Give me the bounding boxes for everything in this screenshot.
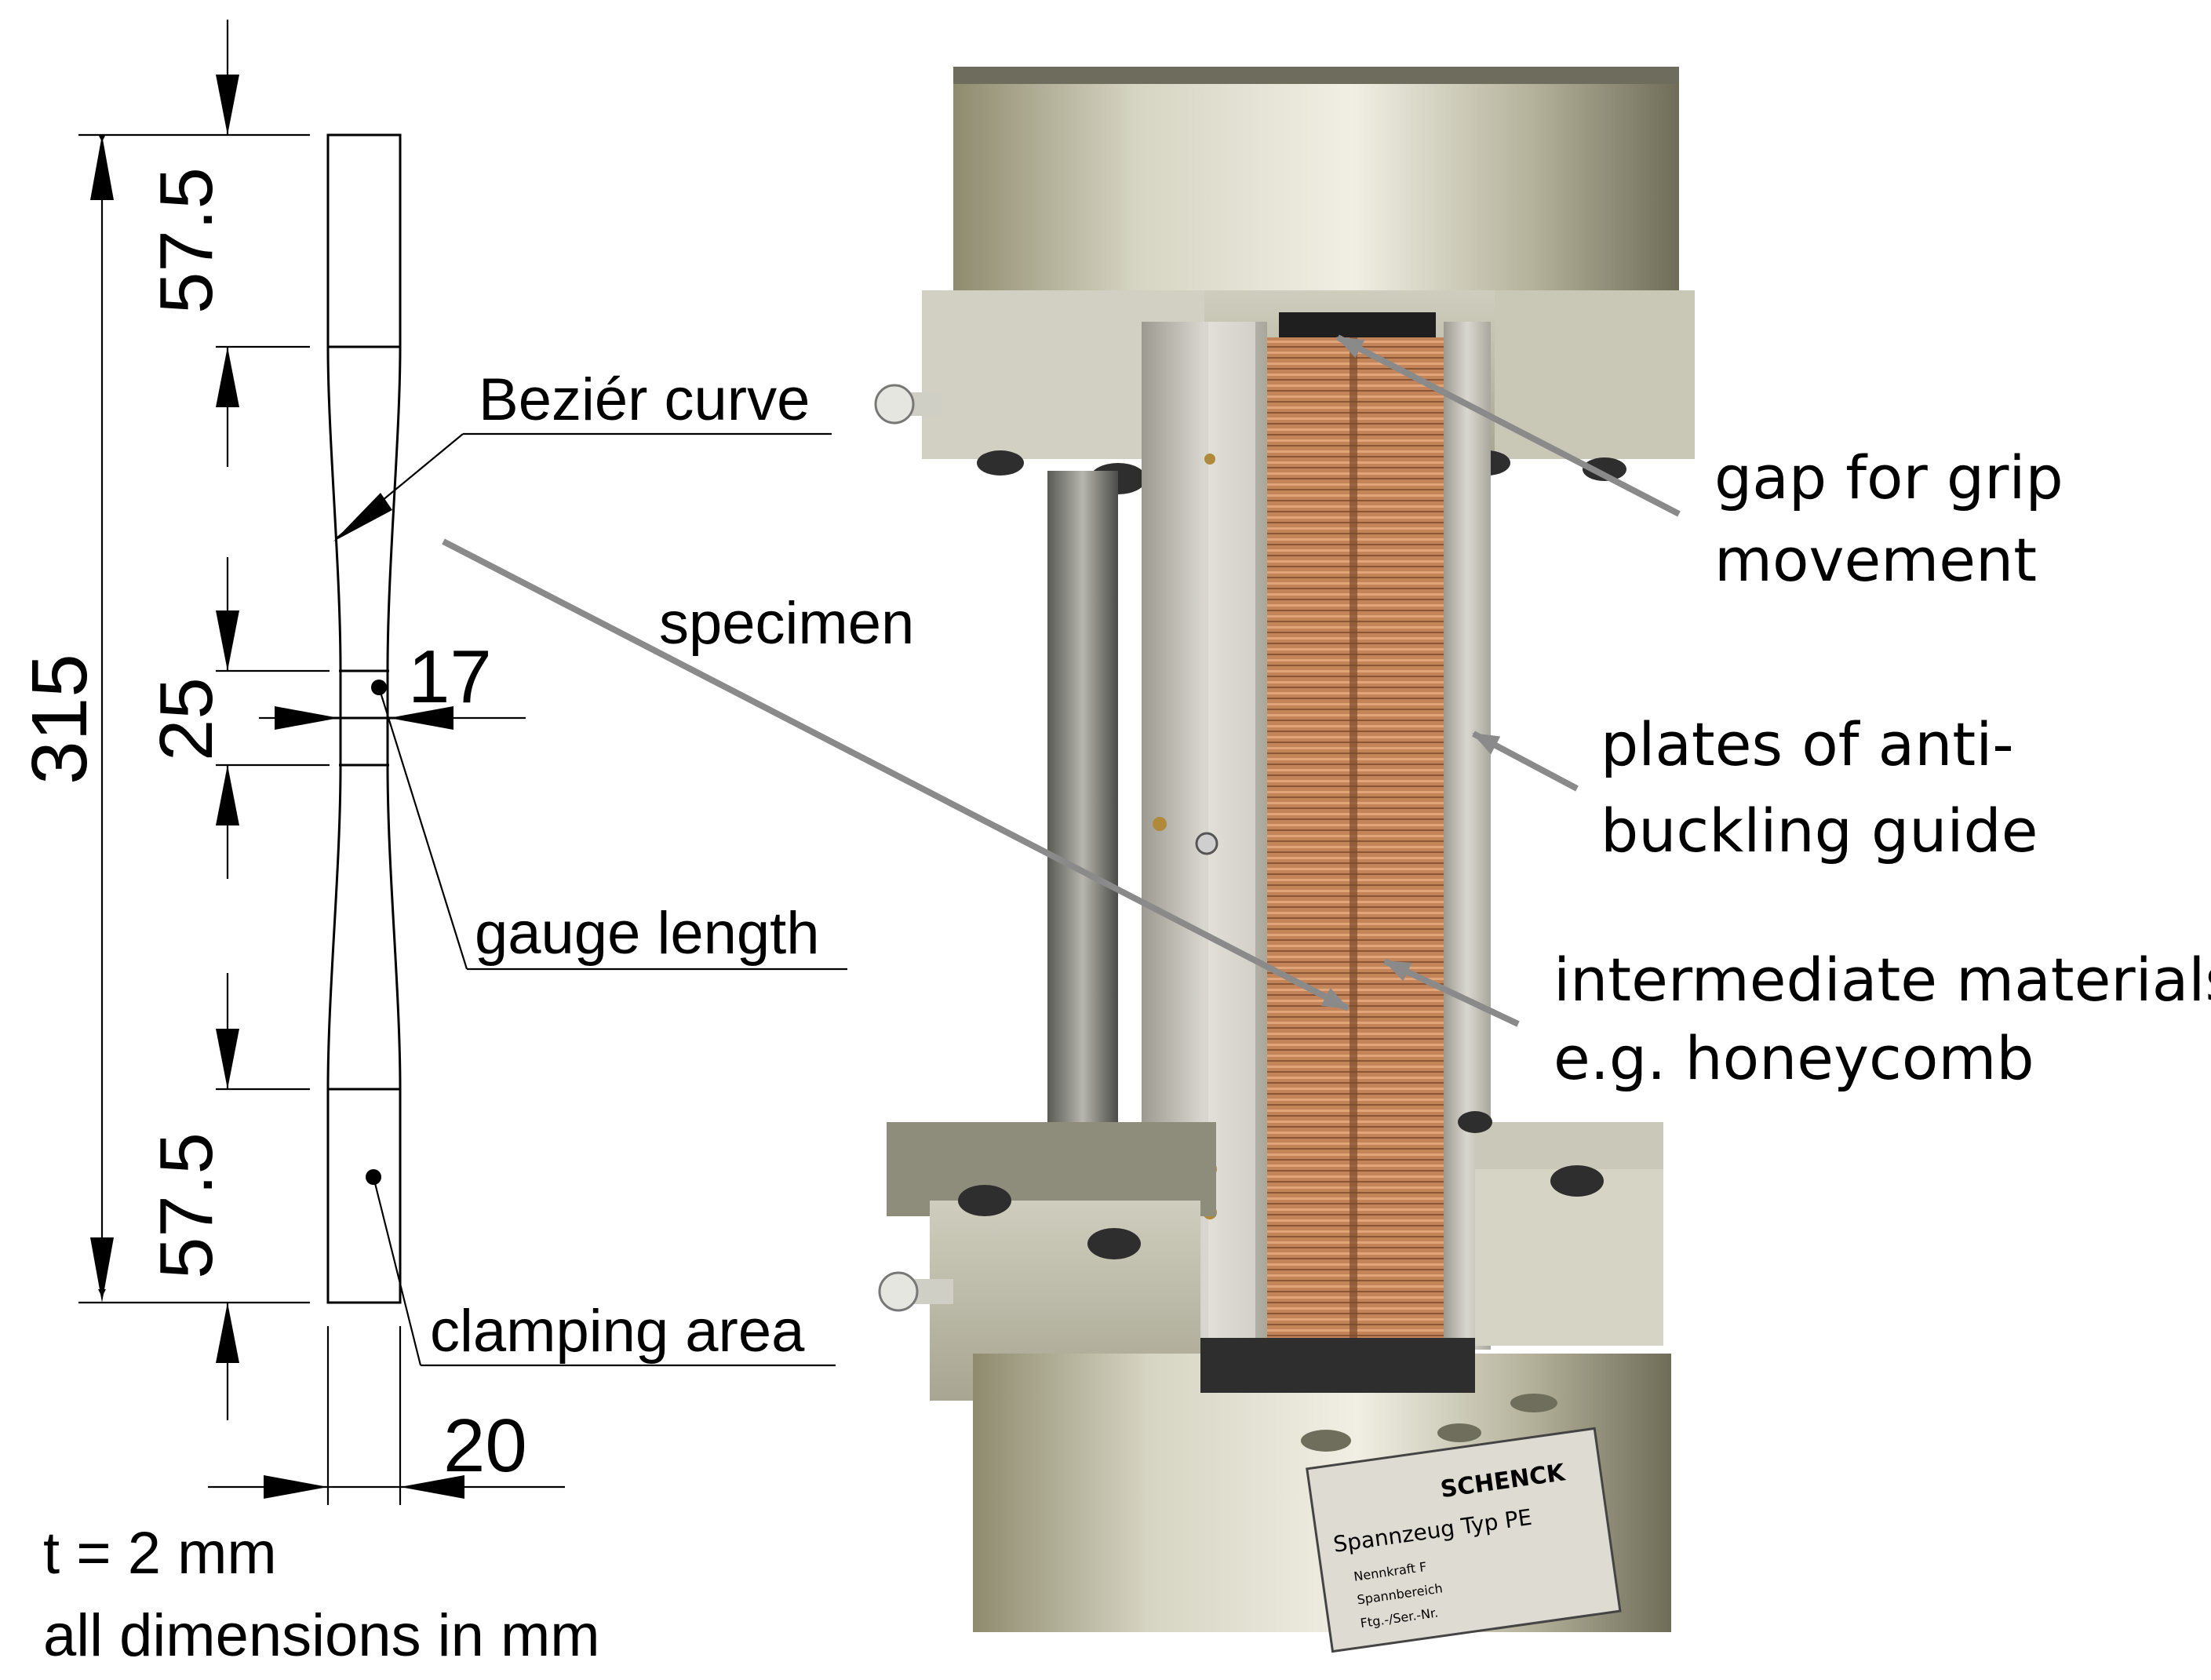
label-plates-line2: buckling guide: [1601, 796, 2038, 866]
label-intermediate-line2: e.g. honeycomb: [1554, 1023, 2034, 1093]
specimen-outline: [326, 133, 402, 1304]
dim-bottom: 57.5: [144, 1132, 228, 1279]
note-units: all dimensions in mm: [43, 1602, 600, 1669]
specimen-drawing: 315 57.5 25 17 57.5 20 Beziér curve: [16, 20, 914, 1669]
dim-gauge: 25: [144, 677, 228, 761]
pointer-specimen: [442, 538, 1350, 1011]
upper-grip-cylinder: [953, 67, 1679, 306]
photo-fixture: SCHENCK Spannzeug Typ PE Nennkraft F Spa…: [874, 67, 1695, 1653]
dim-total: 315: [16, 654, 104, 785]
label-intermediate-line1: intermediate materials: [1554, 945, 2211, 1015]
pointer-intermediate: [1383, 958, 1520, 1027]
photo-labels: gap for grip movement plates of anti- bu…: [442, 334, 2211, 1093]
label-gap-line2: movement: [1714, 525, 2037, 595]
dim-gauge-width: 17: [408, 635, 492, 719]
guide-rod: [1047, 471, 1118, 1130]
label-specimen: specimen: [659, 590, 914, 657]
label-bezier: Beziér curve: [479, 366, 810, 433]
label-gauge: gauge length: [475, 900, 820, 967]
label-clamping: clamping area: [430, 1298, 805, 1365]
pointer-plates: [1472, 731, 1579, 792]
label-plates-line1: plates of anti-: [1601, 709, 2014, 779]
schenck-nameplate: SCHENCK Spannzeug Typ PE Nennkraft F Spa…: [1306, 1427, 1622, 1653]
pointer-gap: [1336, 334, 1681, 517]
note-thickness: t = 2 mm: [43, 1520, 277, 1587]
label-gap-line1: gap for grip: [1714, 443, 2063, 512]
dim-top: 57.5: [144, 167, 228, 314]
dim-width: 20: [443, 1404, 527, 1488]
